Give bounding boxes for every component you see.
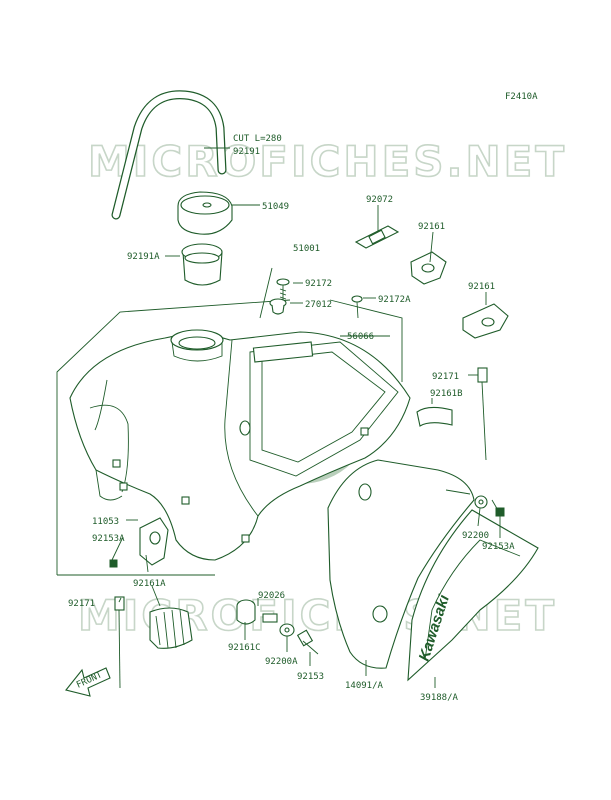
cable-tie-left	[114, 596, 125, 689]
callout-92153A-left: 92153A	[92, 534, 125, 544]
callout-92171-left: 92171	[68, 599, 95, 609]
breather-hose	[111, 90, 227, 220]
callout-92200A: 92200A	[265, 657, 298, 667]
bolt-92153	[296, 629, 319, 655]
assembly-frame-left	[56, 299, 291, 575]
callout-92161-second: 92161	[468, 282, 495, 292]
bolt-92153A-right	[491, 499, 505, 517]
band-92072	[354, 225, 400, 249]
callout-cut-note: CUT L=280	[233, 134, 282, 144]
clamp-92161-b	[462, 303, 509, 339]
callout-92161A: 92161A	[133, 579, 166, 589]
watermark-top: MICROFICHES.NET	[88, 137, 567, 186]
callout-92153: 92153	[297, 672, 324, 682]
screw-92172A	[351, 295, 363, 319]
collar-92026	[262, 613, 278, 623]
callout-92191A: 92191A	[127, 252, 160, 262]
callout-11053: 11053	[92, 517, 119, 527]
cable-tie-right	[477, 367, 488, 461]
damper-92161C	[236, 599, 256, 625]
fuel-cock	[139, 517, 169, 573]
assembly-frame-right	[329, 299, 403, 382]
diagram-code: F2410A	[505, 92, 538, 102]
callout-92161: 92161	[418, 222, 445, 232]
fuel-hose-92161A	[149, 607, 193, 649]
callout-92172A: 92172A	[378, 295, 411, 305]
callout-92161C: 92161C	[228, 643, 261, 653]
callout-92026: 92026	[258, 591, 285, 601]
callout-92072: 92072	[366, 195, 393, 205]
leader-lines	[94, 147, 501, 688]
bolt-92153A-left	[109, 559, 118, 568]
callout-51001: 51001	[293, 244, 320, 254]
clamp-92161-a	[410, 251, 447, 285]
callout-51049: 51049	[262, 202, 289, 212]
callout-92191: 92191	[233, 147, 260, 157]
front-arrow-icon: FRONT	[65, 667, 111, 697]
callout-92153A-right: 92153A	[482, 542, 515, 552]
shroud-14091A	[327, 459, 475, 669]
callout-92161B: 92161B	[430, 389, 463, 399]
callout-56066: 56066	[347, 332, 374, 342]
filler-ring	[181, 243, 223, 286]
callout-39188A: 39188/A	[420, 693, 459, 703]
clip-92161B	[416, 406, 453, 427]
callout-14091A: 14091/A	[345, 681, 384, 691]
assembly-frame-tab	[259, 267, 273, 319]
callout-92200: 92200	[462, 531, 489, 541]
callout-labels: CUT L=280 92191 51049 92191A 51001 92172…	[68, 134, 515, 703]
collar-92200A	[279, 623, 295, 637]
screw-92172	[276, 278, 290, 300]
grommet-27012	[269, 298, 287, 315]
callout-27012: 27012	[305, 300, 332, 310]
fuel-cap	[177, 191, 233, 235]
fuel-tank	[69, 329, 411, 561]
callout-92172: 92172	[305, 279, 332, 289]
washer-92200	[474, 495, 488, 509]
callout-92171-right: 92171	[432, 372, 459, 382]
